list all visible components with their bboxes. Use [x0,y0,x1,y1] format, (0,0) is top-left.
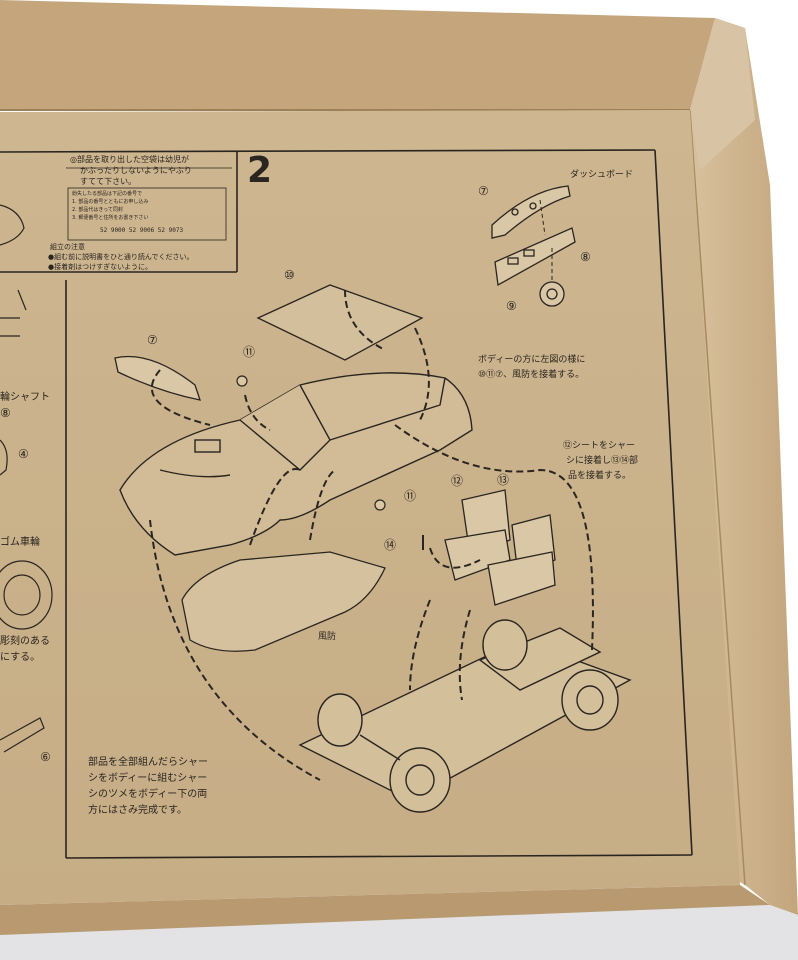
callout-10: ⑩ [284,268,295,282]
seat-instruction-3: 品を接着する。 [568,471,632,481]
windshield-label: 風防 [318,632,337,642]
body-instruction-1: ボディーの方に左図の様に [478,355,586,365]
warning-line-2: かぶったりしないようにやぶり [80,166,192,175]
engraving-label-2: にする。 [0,652,41,663]
notes-line-1: ●組む前に説明書をひと通り読んでください。 [48,253,194,261]
callout-4-left: ④ [18,447,29,461]
warning-line-3: すてて下さい。 [80,177,137,186]
parts-row-2: 1. 部品の番号とともにお申し込み [72,199,149,205]
shaft-label: 輪シャフト [0,392,50,403]
seat-instruction-1: ⑫シートをシャー [563,441,636,451]
engraving-label-1: 彫刻のある [0,636,50,647]
box-back-wall [0,0,715,110]
seats-drawing [444,489,556,606]
notes-line-2: ●接着剤はつけすぎないように。 [48,263,152,271]
car-body-drawing [119,372,473,556]
final-instruction-1: 部品を全部組んだらシャー [88,757,208,768]
callout-11-top: ⑪ [243,345,256,359]
seat-instruction-2: シに接着し⑬⑭部 [566,456,639,466]
final-instruction-4: 方にはさみ完成です。 [88,805,187,816]
callout-6-left: ⑥ [40,750,51,764]
step-number: 2 [247,150,273,191]
callout-7-left: ⑦ [147,333,158,347]
chassis-drawing [298,619,632,813]
callout-9: ⑨ [506,299,517,313]
body-instruction-2: ⑩⑪⑦、風防を接着する。 [478,370,585,380]
final-instruction-3: シのツメをボディー下の両 [88,789,208,800]
callout-11-mid: ⑪ [404,489,417,503]
parts-row-1: 紛失したる部品は下記の番号で [72,191,143,197]
notes-title: 組立の注意 [50,243,85,251]
callout-13: ⑬ [497,473,510,487]
callout-12: ⑫ [451,474,464,488]
roof-panel-drawing [256,284,424,361]
callout-8-dash: ⑧ [580,250,591,264]
warning-line-1: ◎部品を取り出した空袋は幼児が [70,155,189,164]
dashboard-label: ダッシュボード [570,170,634,180]
callout-7-dash: ⑦ [478,184,489,198]
rubber-wheel-label: ゴム車輪 [0,537,40,548]
parts-row-3: 2. 部品代はきって同封 [72,207,123,213]
parts-row-4: 3. 郵便番号と住所をお書き下さい [72,215,149,221]
final-instruction-2: シをボディーに組むシャー [88,773,208,784]
callout-14: ⑭ [384,538,397,552]
parts-codes: 52 9000 52 9006 52 9073 [100,227,184,234]
callout-8-left: ⑧ [0,406,11,420]
